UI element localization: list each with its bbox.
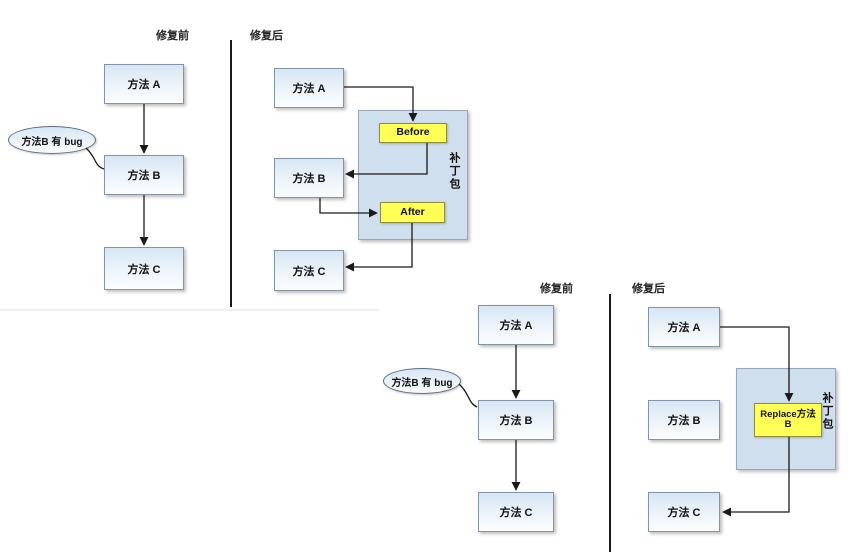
d1-bug-bubble: 方法B 有 bug: [8, 126, 96, 154]
d2-left-method-c: 方法 C: [478, 492, 554, 532]
callout-line-d2: [458, 383, 478, 408]
d2-left-method-a: 方法 A: [478, 305, 554, 345]
d2-patch-label: 补丁包: [821, 392, 833, 431]
d2-replace-hook: Replace方法 B: [754, 403, 822, 437]
d1-left-method-a: 方法 A: [104, 64, 184, 104]
d1-before-hook: Before: [379, 123, 447, 143]
d1-right-method-c: 方法 C: [274, 250, 344, 291]
d1-before-label: 修复前: [156, 30, 189, 42]
d2-bug-bubble: 方法B 有 bug: [383, 368, 461, 394]
d1-right-method-b: 方法 B: [274, 158, 344, 198]
d2-before-label: 修复前: [540, 283, 573, 295]
d1-after-hook: After: [380, 202, 445, 223]
d2-after-label: 修复后: [632, 283, 665, 295]
d2-right-method-c: 方法 C: [648, 492, 720, 532]
d2-left-method-b: 方法 B: [478, 400, 554, 440]
d2-right-method-a: 方法 A: [648, 307, 720, 347]
d1-after-label: 修复后: [250, 30, 283, 42]
d2-right-method-b: 方法 B: [648, 400, 720, 440]
d1-patch-label: 补丁包: [448, 152, 460, 191]
d1-left-method-b: 方法 B: [104, 155, 184, 195]
callout-line-d1: [85, 147, 105, 170]
d1-right-method-a: 方法 A: [274, 68, 344, 108]
d1-left-method-c: 方法 C: [104, 247, 184, 290]
